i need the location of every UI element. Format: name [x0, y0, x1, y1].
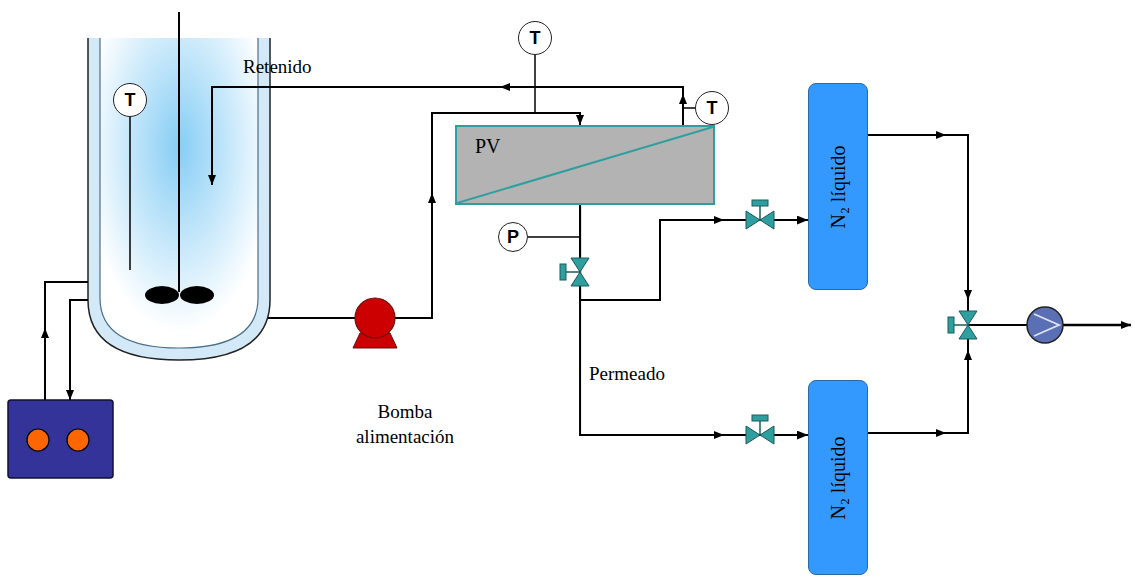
temperature-indicator: T	[518, 21, 552, 55]
stirrer-shaft	[178, 12, 180, 292]
vacuum-pipe	[968, 324, 1027, 326]
valve-symbol	[948, 311, 977, 339]
membrane-line	[457, 127, 713, 203]
thermostat-line	[45, 282, 88, 400]
vacuum-pipe	[1063, 324, 1131, 327]
temperature-indicator: T	[113, 83, 147, 117]
valve-stem	[566, 271, 580, 273]
valve-symbol	[560, 258, 589, 286]
flow-arrow	[698, 219, 724, 221]
label-anchor: Retenido	[243, 55, 312, 80]
flow-arrow	[967, 278, 969, 300]
valve-symbol	[746, 415, 774, 444]
thermometer-probe	[129, 117, 131, 270]
equipment-label: Bomba alimentación	[356, 401, 454, 447]
node-text: N₂ líquido	[827, 145, 849, 228]
valve-stem	[759, 206, 761, 220]
thermostat-bath	[8, 400, 113, 478]
vacuum-pump-mark	[1034, 314, 1059, 336]
thermostat-knob	[67, 429, 89, 451]
valve-handle	[752, 415, 768, 421]
node-text: P	[507, 228, 519, 246]
impeller-blade	[180, 286, 214, 304]
valve-stem	[954, 324, 968, 326]
node-text: T	[125, 91, 136, 109]
thermostat-knob	[27, 429, 49, 451]
vacuum-pipe	[868, 135, 968, 311]
sensor-leader	[683, 107, 695, 109]
label-anchor: Permeado	[589, 362, 665, 387]
flow-arrow	[698, 434, 724, 436]
impeller-blade	[145, 286, 179, 304]
valve-stem	[759, 421, 761, 435]
temperature-indicator: T	[695, 91, 729, 125]
node-text: N₂ líquido	[827, 436, 849, 519]
flow-arrow	[922, 432, 946, 434]
valve-symbol	[746, 200, 774, 229]
stream-label: Permeado	[589, 363, 665, 384]
pressure-indicator: P	[498, 222, 528, 252]
liquid-nitrogen-trap: N₂ líquido	[808, 380, 868, 575]
permeate-pipe	[580, 205, 808, 435]
vacuum-pump	[1027, 307, 1063, 343]
flow-arrow	[44, 328, 46, 350]
valve-handle	[948, 317, 954, 333]
stream-label: Retenido	[243, 56, 312, 77]
node-text: T	[707, 99, 718, 117]
flow-arrow	[431, 193, 433, 215]
sensor-leader	[534, 55, 536, 113]
node-text: PV	[475, 135, 501, 157]
feed-pump	[355, 298, 395, 338]
flow-arrow	[682, 94, 684, 114]
valve-handle	[560, 264, 566, 280]
vacuum-pipe	[868, 339, 968, 433]
permeate-pipe	[580, 205, 808, 300]
pervaporation-module: PV	[455, 125, 715, 205]
sensor-leader	[528, 236, 580, 238]
label-anchor: Bomba alimentación	[345, 400, 465, 449]
flow-arrow	[967, 350, 969, 372]
flow-arrow	[922, 134, 946, 136]
feed-pipe	[268, 317, 356, 319]
liquid-nitrogen-trap: N₂ líquido	[808, 83, 868, 290]
thermostat-line	[70, 300, 88, 400]
flow-arrow	[500, 86, 522, 88]
node-text: T	[530, 29, 541, 47]
valve-handle	[752, 200, 768, 206]
